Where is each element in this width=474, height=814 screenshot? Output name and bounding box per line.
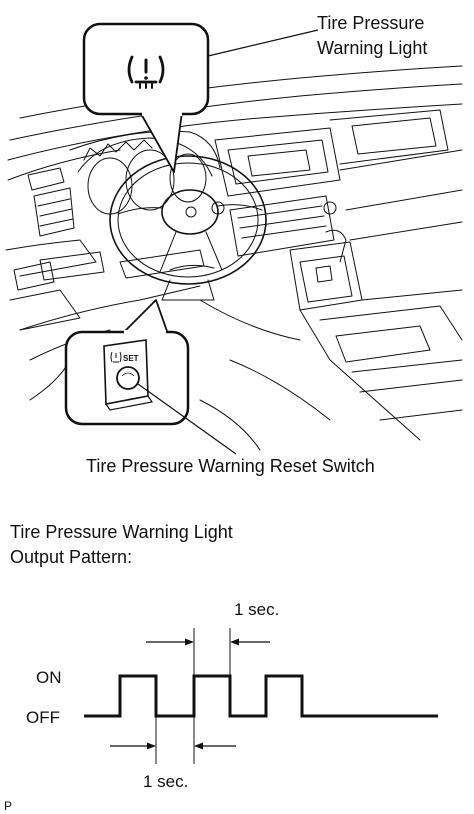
on-level-label: ON [36,668,62,687]
warning-light-callout [82,22,319,173]
reset-switch-callout: SET [64,299,237,455]
steering-wheel [109,155,267,301]
pattern-title-line2: Output Pattern: [10,547,132,567]
interval-marker-bottom [110,716,236,764]
interval-label-top: 1 sec. [234,600,279,619]
reset-switch-label: Tire Pressure Warning Reset Switch [86,456,375,476]
off-level-label: OFF [26,708,60,727]
reset-switch-button-icon [103,339,154,411]
figure-code: P [4,799,12,813]
pattern-title-line1: Tire Pressure Warning Light [10,522,233,542]
interval-marker-top [146,628,270,676]
warning-light-label-line2: Warning Light [317,38,427,58]
warning-light-label-line1: Tire Pressure [317,13,424,33]
interval-label-bottom: 1 sec. [143,772,188,791]
output-pattern-waveform [84,674,438,718]
tire-pressure-warning-icon [127,55,165,89]
switch-set-text: SET [123,354,139,363]
